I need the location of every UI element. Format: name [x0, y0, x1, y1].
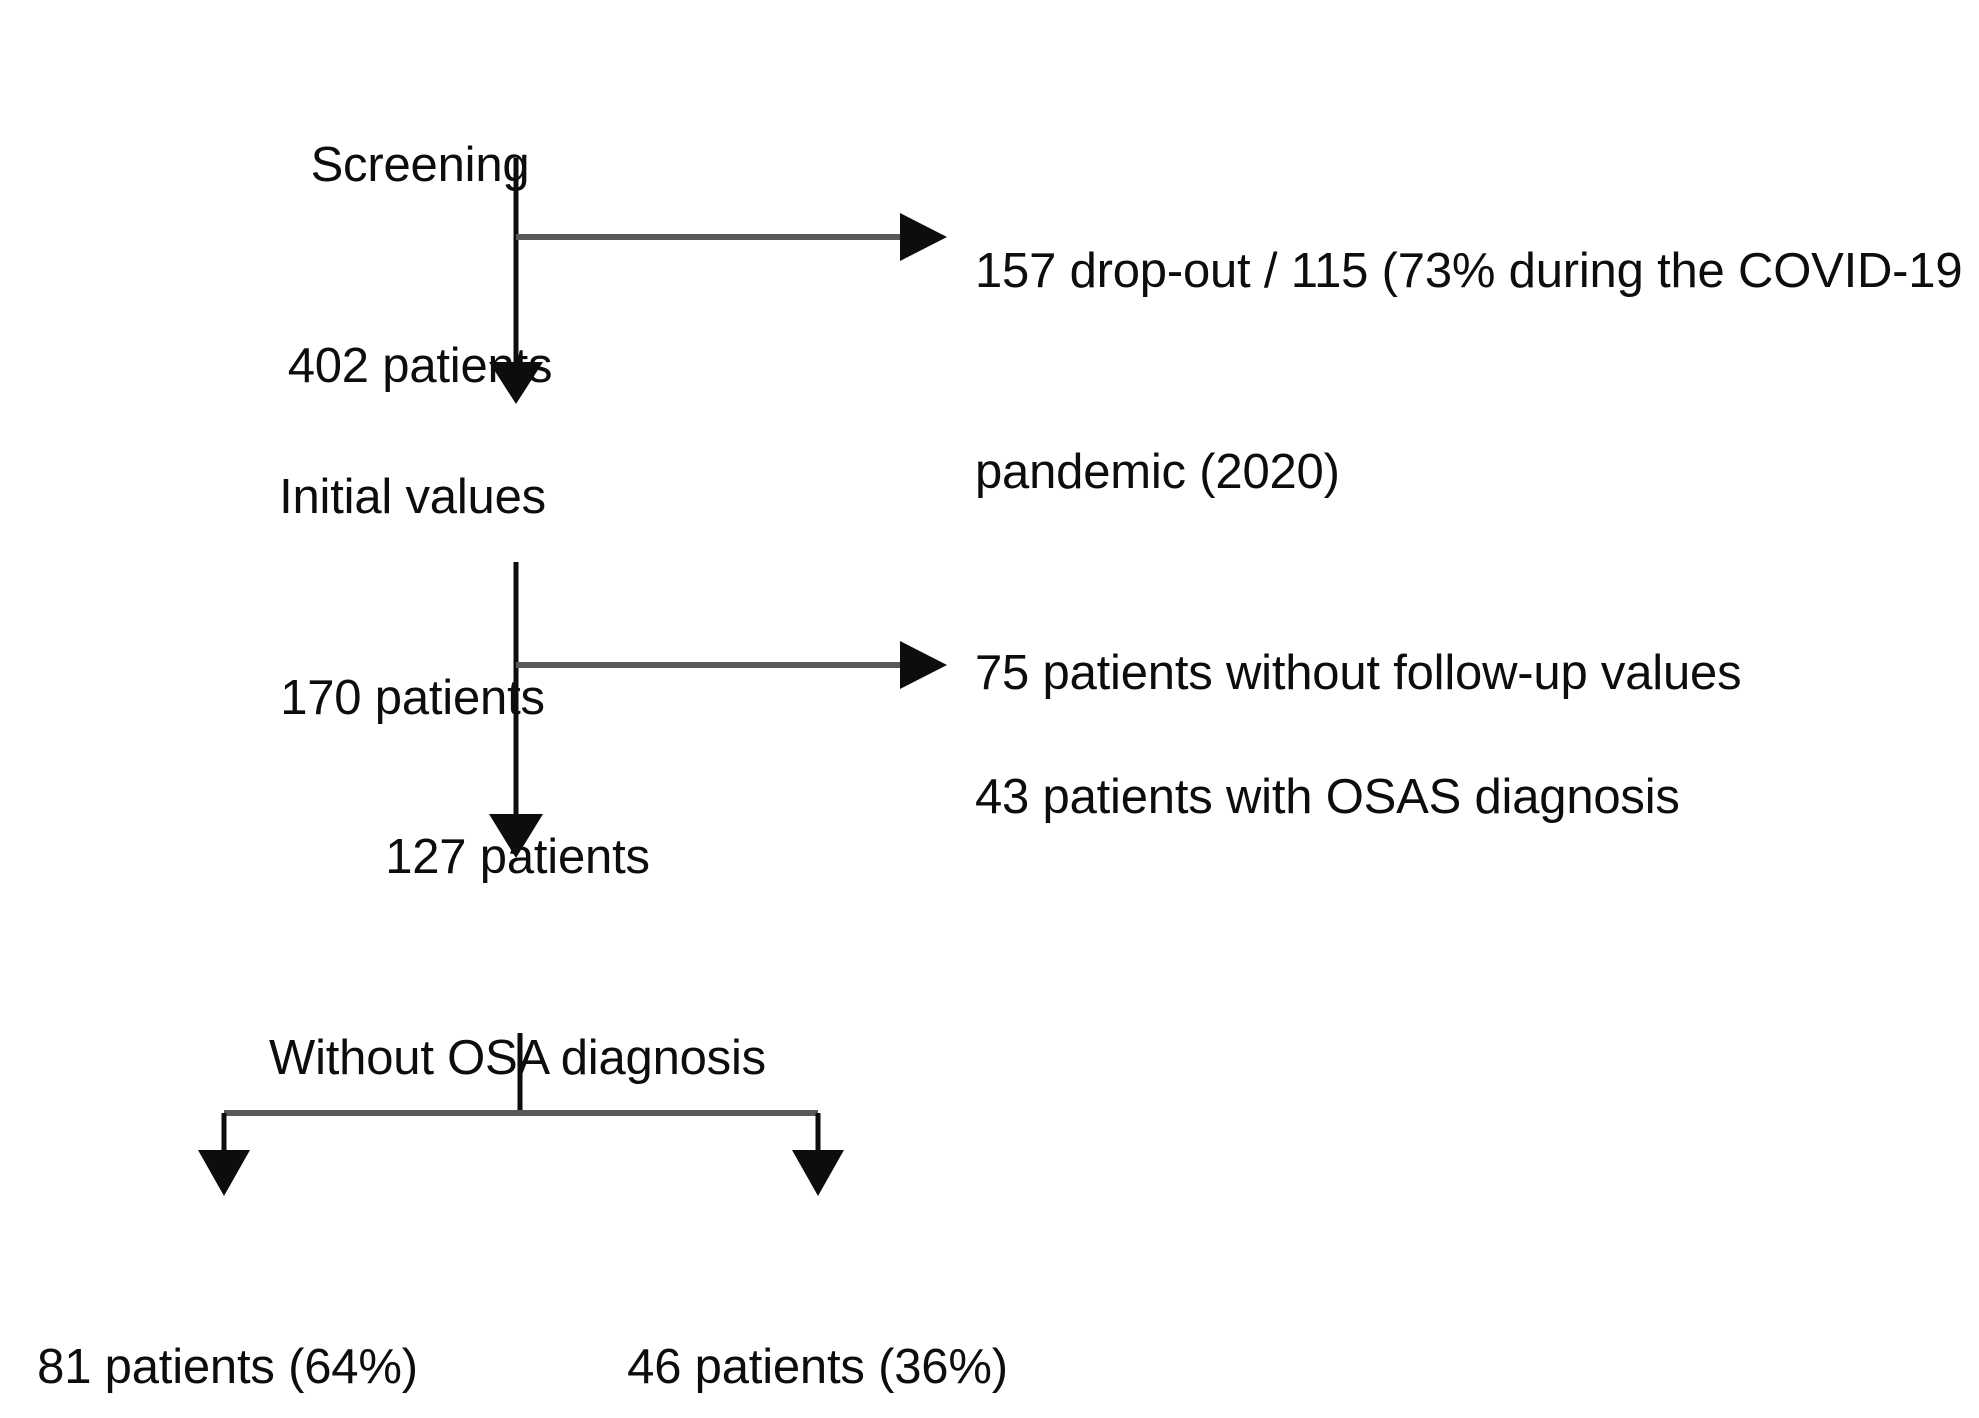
- node-initial-values-line1: Initial values: [279, 470, 546, 524]
- node-no-osas-risk-line1: 81 patients (64%): [37, 1340, 418, 1394]
- node-osas-diagnosis-line1: 43 patients with OSAS diagnosis: [975, 770, 1680, 824]
- node-without-osa-line2: Without OSA diagnosis: [269, 1031, 766, 1085]
- node-no-osas-risk: 81 patients (64%) No OSAS risk Berlin sc…: [0, 1200, 460, 1418]
- node-osas-diagnosis: 43 patients with OSAS diagnosis: [975, 630, 1875, 965]
- node-initial-values: Initial values 170 patients: [140, 330, 685, 866]
- node-without-osa-line1: 127 patients: [385, 830, 650, 884]
- node-without-osa-diagnosis: 127 patients Without OSA diagnosis: [160, 690, 875, 1226]
- node-screening-line1: Screening: [310, 138, 530, 192]
- node-osas-risk: 46 patients (36%) OSAS risk Berlin score…: [585, 1200, 1050, 1418]
- node-initial-values-line2: 170 patients: [280, 671, 545, 725]
- node-dropout-line2: pandemic (2020): [975, 445, 1340, 499]
- node-screening: Screening 402 patients: [150, 0, 690, 534]
- node-dropout-line3: 75 patients without follow-up values: [975, 646, 1742, 700]
- node-dropout: 157 drop-out / 115 (73% during the COVID…: [975, 104, 1979, 841]
- node-osas-risk-line1: 46 patients (36%): [627, 1340, 1008, 1394]
- node-dropout-line1: 157 drop-out / 115 (73% during the COVID…: [975, 244, 1963, 298]
- node-screening-line2: 402 patients: [287, 339, 553, 393]
